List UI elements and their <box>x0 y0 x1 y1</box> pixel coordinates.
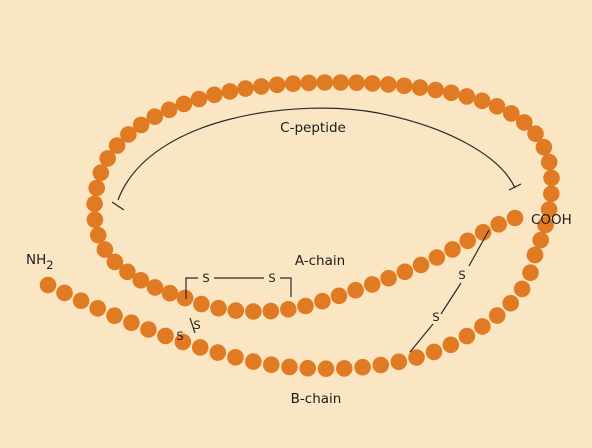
b-chain-amino-acid <box>210 344 227 361</box>
c-peptide-amino-acid <box>147 279 164 296</box>
c-peptide-amino-acid <box>88 180 105 197</box>
a-chain-amino-acid <box>228 302 245 319</box>
a-chain-amino-acid <box>397 264 414 281</box>
b-chain-amino-acid <box>527 247 544 264</box>
b-chain-amino-acid <box>372 357 389 374</box>
c-peptide-amino-acid <box>162 285 179 302</box>
a-chain-amino-acid <box>475 224 492 241</box>
sulfur-b19: S <box>432 310 439 324</box>
c-terminus-label: COOH <box>531 212 572 228</box>
a-chain-amino-acid <box>347 282 364 299</box>
a-chain-amino-acid <box>380 270 397 287</box>
c-peptide-amino-acid <box>443 85 460 102</box>
c-peptide-amino-acid <box>93 164 110 181</box>
a-chain-amino-acid <box>490 216 507 233</box>
a-chain-amino-acid <box>245 303 262 320</box>
c-peptide-amino-acid <box>206 87 223 104</box>
b-chain-amino-acid <box>459 328 476 345</box>
c-peptide-amino-acid <box>161 102 178 119</box>
c-peptide-amino-acid <box>396 78 413 95</box>
c-peptide-amino-acid <box>87 211 104 228</box>
b-chain-amino-acid <box>474 318 491 335</box>
a-chain-amino-acid <box>331 288 348 305</box>
c-peptide-amino-acid <box>285 75 302 92</box>
c-peptide-amino-acid <box>503 105 520 122</box>
a-chain-amino-acid <box>364 276 381 293</box>
b-chain-amino-acid <box>140 321 157 338</box>
b-chain-amino-acid <box>318 360 335 377</box>
b-chain-amino-acid <box>514 281 531 298</box>
c-peptide-amino-acid <box>489 98 506 115</box>
b-chain-amino-acid <box>245 353 262 370</box>
b-chain-amino-acid <box>73 292 90 309</box>
a-chain-amino-acid <box>193 296 210 313</box>
b-chain-amino-acid <box>281 359 298 376</box>
c-peptide-amino-acid <box>316 74 333 91</box>
a-chain-amino-acid <box>177 290 194 307</box>
sulfur-a20: S <box>458 268 465 282</box>
c-peptide-amino-acid <box>380 76 397 93</box>
sulfur-a11: S <box>268 271 275 285</box>
n-terminus-text: NH <box>26 252 46 268</box>
sulfur-a6: S <box>202 271 209 285</box>
a-chain-amino-acid <box>297 298 314 315</box>
b-chain-amino-acid <box>263 356 280 373</box>
c-peptide-amino-acid <box>301 75 318 92</box>
b-chain-amino-acid <box>502 295 519 312</box>
b-chain-amino-acid <box>489 307 506 324</box>
c-peptide-amino-acid <box>237 80 254 97</box>
b-chain-amino-acid <box>106 307 123 324</box>
b-chain-label: B-chain <box>291 391 342 407</box>
c-peptide-amino-acid <box>412 79 429 96</box>
a-chain-amino-acid <box>280 301 297 318</box>
a-chain-label: A-chain <box>295 253 345 269</box>
c-peptide-amino-acid <box>191 91 208 108</box>
c-peptide-amino-acid <box>222 83 239 100</box>
sulfur-b7: S <box>176 329 183 343</box>
b-chain-amino-acid <box>354 359 371 376</box>
b-chain-amino-acid <box>426 344 443 361</box>
b-chain-amino-acid <box>299 360 316 377</box>
a-chain-amino-acid <box>263 303 280 320</box>
sulfur-a7: S <box>193 318 200 332</box>
c-peptide-amino-acid <box>253 78 270 95</box>
c-peptide-amino-acid <box>86 196 103 213</box>
c-peptide-amino-acid <box>176 96 193 113</box>
b-chain-amino-acid <box>227 349 244 366</box>
n-terminus-subscript: 2 <box>46 258 53 272</box>
c-peptide-amino-acid <box>543 170 560 187</box>
c-peptide-amino-acid <box>90 227 107 244</box>
a-chain-amino-acid <box>413 257 430 274</box>
b-chain-amino-acid <box>89 300 106 317</box>
a-chain-amino-acid <box>459 233 476 250</box>
b-chain-amino-acid <box>123 314 140 331</box>
a-chain-amino-acid <box>314 293 331 310</box>
c-peptide-amino-acid <box>99 150 116 167</box>
c-peptide-amino-acid <box>269 77 286 94</box>
a-chain-amino-acid <box>210 300 227 317</box>
b-chain-amino-acid <box>40 277 57 294</box>
c-peptide-amino-acid <box>459 88 476 105</box>
c-peptide-amino-acid <box>541 154 558 171</box>
a-chain-amino-acid <box>444 241 461 258</box>
c-peptide-amino-acid <box>348 74 365 91</box>
b-chain-amino-acid <box>56 285 73 302</box>
c-peptide-amino-acid <box>133 272 150 289</box>
b-chain-amino-acid <box>522 264 539 281</box>
c-peptide-amino-acid <box>474 93 491 110</box>
c-peptide-amino-acid <box>332 74 349 91</box>
c-peptide-label: C-peptide <box>280 120 346 136</box>
b-chain-amino-acid <box>391 354 408 371</box>
b-chain-amino-acid <box>443 337 460 354</box>
b-chain-amino-acid <box>336 360 353 377</box>
b-chain-amino-acid <box>157 328 174 345</box>
b-chain-amino-acid <box>192 339 209 356</box>
c-peptide-amino-acid <box>427 82 444 99</box>
c-peptide-amino-acid <box>532 232 549 249</box>
c-peptide-amino-acid <box>364 75 381 92</box>
c-peptide-amino-acid <box>543 186 560 203</box>
a-chain-amino-acid <box>429 249 446 266</box>
a-chain-amino-acid <box>507 210 524 227</box>
